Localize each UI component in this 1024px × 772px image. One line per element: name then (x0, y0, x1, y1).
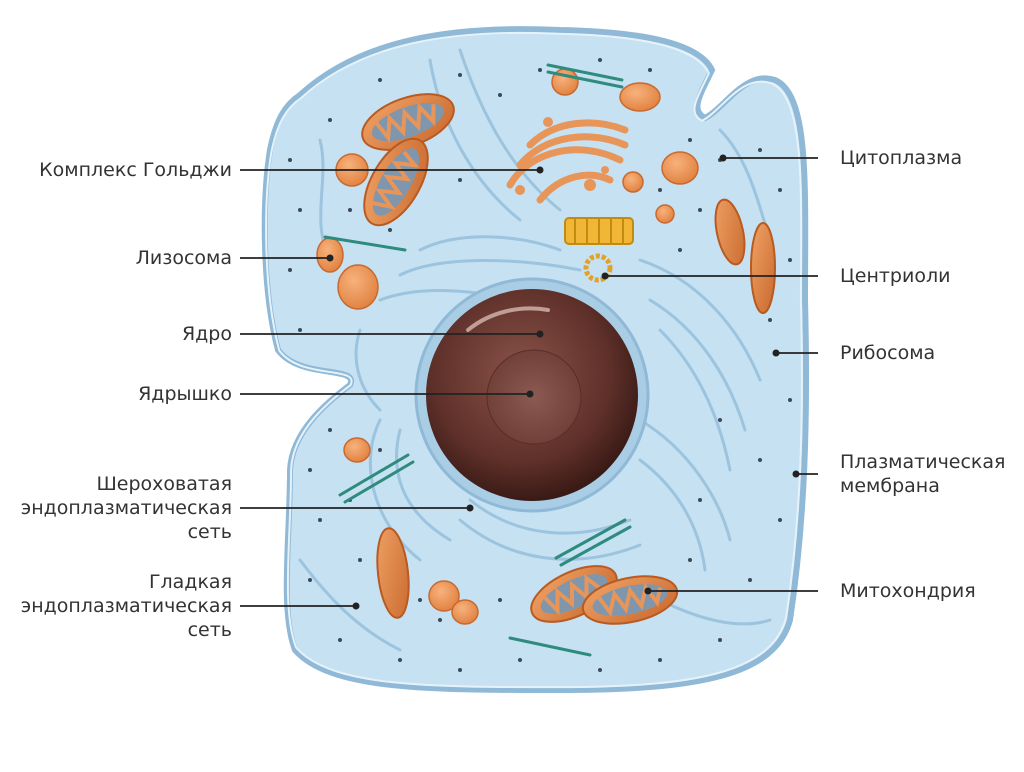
label-plasma-membrane: Плазматическая мембрана (840, 450, 1005, 498)
label-smooth-er: Гладкая эндоплазматическая сеть (21, 570, 232, 642)
label-nucleus: Ядро (182, 322, 232, 346)
label-rough-er: Шероховатая эндоплазматическая сеть (21, 472, 232, 544)
label-lysosome: Лизосома (136, 246, 232, 270)
label-cytoplasm: Цитоплазма (840, 146, 962, 170)
label-centrioles: Центриоли (840, 264, 950, 288)
label-mitochondrion: Митохондрия (840, 579, 976, 603)
label-ribosome: Рибосома (840, 341, 935, 365)
label-golgi: Комплекс Гольджи (39, 158, 232, 182)
label-nucleolus: Ядрышко (138, 382, 232, 406)
